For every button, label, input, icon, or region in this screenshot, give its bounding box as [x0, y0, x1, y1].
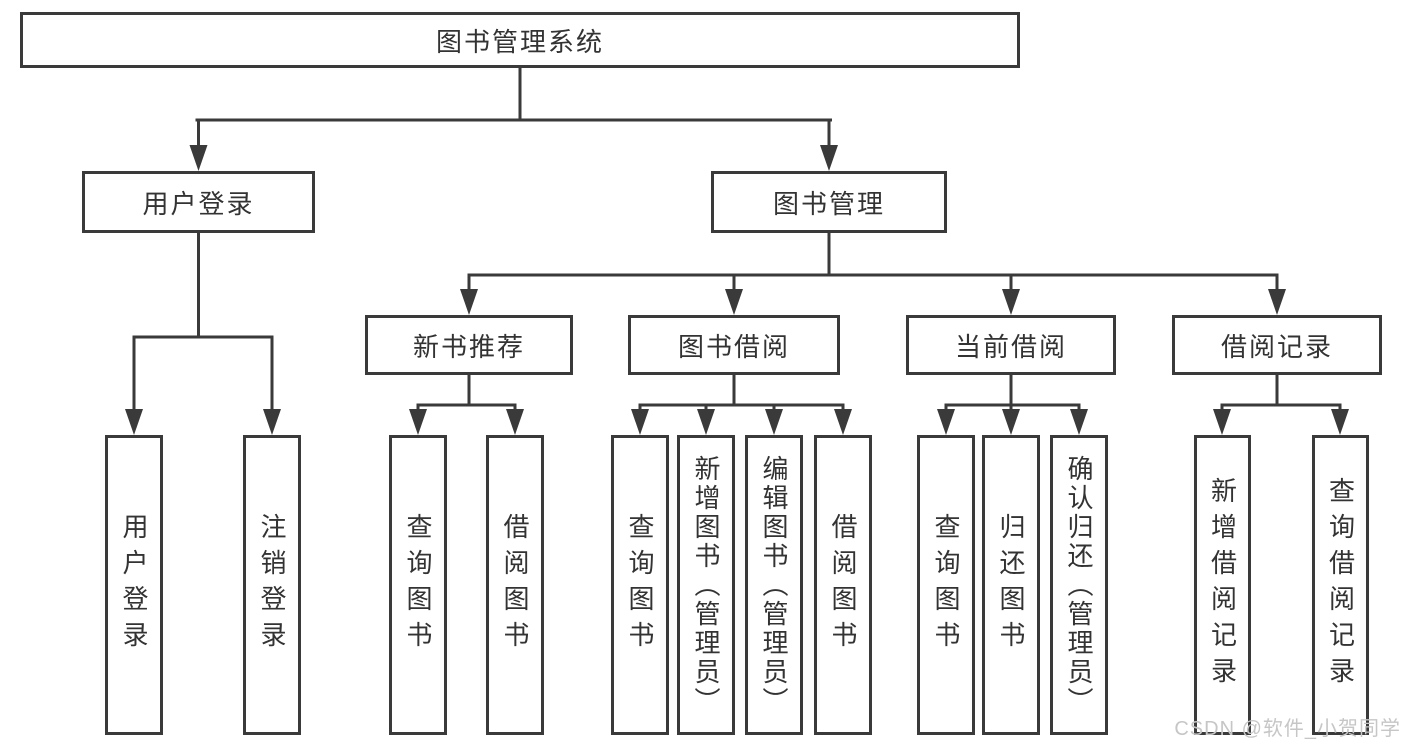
node-leaf-borrow-books-recommend-label: 借阅图书	[500, 513, 530, 657]
node-leaf-edit-books-admin-label: 编辑图书（管理员）	[759, 454, 789, 716]
arrow-down-icon	[820, 145, 838, 171]
connector-borrow-records-to-leaves	[1220, 373, 1342, 414]
arrow-down-icon	[1213, 409, 1231, 435]
node-root-label: 图书管理系统	[435, 26, 604, 57]
arrow-down-icon	[1331, 409, 1349, 435]
arrow-down-icon	[506, 409, 524, 435]
arrowheads	[125, 145, 1349, 435]
node-leaf-add-books-admin-label: 新增图书（管理员）	[691, 454, 721, 716]
node-leaf-borrow-books-label: 借阅图书	[828, 513, 858, 657]
arrow-down-icon	[765, 409, 783, 435]
node-leaf-query-borrow-record: 查询借阅记录	[1312, 435, 1369, 735]
connector-user-login-to-leaves	[132, 231, 274, 414]
arrow-down-icon	[1268, 289, 1286, 315]
node-root: 图书管理系统	[20, 12, 1020, 68]
node-leaf-user-login-label: 用户登录	[119, 513, 149, 657]
arrow-down-icon	[631, 409, 649, 435]
node-leaf-query-books-borrow-label: 查询图书	[625, 513, 655, 657]
node-leaf-user-login: 用户登录	[105, 435, 163, 735]
connector-current-borrow-to-leaves	[944, 373, 1081, 414]
arrow-down-icon	[697, 409, 715, 435]
node-leaf-confirm-return-admin: 确认归还（管理员）	[1050, 435, 1108, 735]
node-leaf-query-borrow-record-label: 查询借阅记录	[1325, 477, 1356, 693]
arrow-down-icon	[263, 409, 281, 435]
node-leaf-logout-label: 注销登录	[257, 513, 287, 657]
node-current-borrow: 当前借阅	[906, 315, 1116, 375]
node-leaf-borrow-books-recommend: 借阅图书	[486, 435, 544, 735]
node-leaf-add-books-admin: 新增图书（管理员）	[677, 435, 735, 735]
node-leaf-return-books: 归还图书	[982, 435, 1040, 735]
node-leaf-confirm-return-admin-label: 确认归还（管理员）	[1064, 454, 1094, 716]
node-new-book-recommend: 新书推荐	[365, 315, 573, 375]
node-book-management-label: 图书管理	[772, 188, 885, 219]
node-user-login: 用户登录	[82, 171, 315, 233]
node-leaf-add-borrow-record-label: 新增借阅记录	[1207, 477, 1238, 693]
arrow-down-icon	[937, 409, 955, 435]
connector-book-borrow-to-leaves	[638, 373, 845, 414]
node-leaf-return-books-label: 归还图书	[996, 513, 1026, 657]
arrow-down-icon	[460, 289, 478, 315]
arrow-down-icon	[834, 409, 852, 435]
connector-new-book-recommend-to-leaves	[416, 373, 517, 414]
node-book-borrow-label: 图书借阅	[677, 331, 790, 362]
arrow-down-icon	[409, 409, 427, 435]
node-leaf-query-books-borrow: 查询图书	[611, 435, 669, 735]
connector-book-management-to-level3	[467, 231, 1279, 294]
arrow-down-icon	[1002, 289, 1020, 315]
node-leaf-query-books-recommend-label: 查询图书	[403, 513, 433, 657]
node-leaf-edit-books-admin: 编辑图书（管理员）	[745, 435, 803, 735]
node-user-login-label: 用户登录	[142, 188, 255, 219]
arrow-down-icon	[1070, 409, 1088, 435]
node-leaf-logout: 注销登录	[243, 435, 301, 735]
node-book-management: 图书管理	[711, 171, 947, 233]
arrow-down-icon	[125, 409, 143, 435]
arrow-down-icon	[725, 289, 743, 315]
node-current-borrow-label: 当前借阅	[954, 331, 1067, 362]
arrow-down-icon	[189, 145, 208, 171]
node-book-borrow: 图书借阅	[628, 315, 840, 375]
node-new-book-recommend-label: 新书推荐	[412, 331, 525, 362]
node-leaf-borrow-books: 借阅图书	[814, 435, 872, 735]
arrow-down-icon	[1002, 409, 1020, 435]
node-leaf-query-books-recommend: 查询图书	[389, 435, 447, 735]
connector-root-to-level2	[195, 66, 832, 152]
node-borrow-records-label: 借阅记录	[1220, 331, 1333, 362]
node-borrow-records: 借阅记录	[1172, 315, 1382, 375]
node-leaf-query-books-current-label: 查询图书	[931, 513, 961, 657]
node-leaf-add-borrow-record: 新增借阅记录	[1194, 435, 1251, 735]
watermark: CSDN @软件_小贺同学	[1174, 718, 1401, 740]
node-leaf-query-books-current: 查询图书	[917, 435, 975, 735]
